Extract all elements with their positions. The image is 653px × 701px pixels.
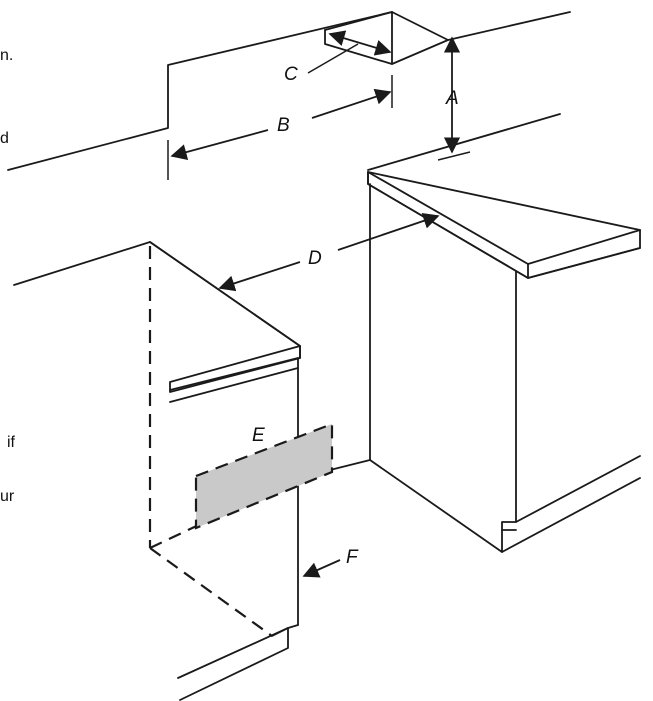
label-e: E [252, 425, 265, 446]
label-d: D [308, 248, 322, 269]
margin-text-fragment: n. [0, 47, 14, 64]
margin-text-fragment: d [0, 130, 9, 147]
label-a: A [445, 88, 459, 109]
margin-text-fragment: ur [0, 488, 15, 505]
label-b: B [277, 115, 290, 136]
arrow-f [302, 559, 341, 578]
label-c: C [284, 64, 298, 85]
shaded-area-e [194, 422, 334, 530]
right-cabinet [367, 171, 641, 553]
arrow-b-left [170, 129, 269, 161]
arrow-c [328, 30, 392, 56]
arrow-d-left [218, 261, 301, 292]
upper-wall-outline [7, 11, 571, 180]
arrow-b-right [311, 88, 392, 119]
label-f: F [346, 547, 359, 568]
dimension-arrows [170, 30, 471, 578]
leader-c [307, 43, 359, 74]
margin-text-fragment: if [7, 434, 15, 451]
lower-right-wall-outline [367, 113, 561, 171]
arrow-d-right [337, 213, 440, 251]
